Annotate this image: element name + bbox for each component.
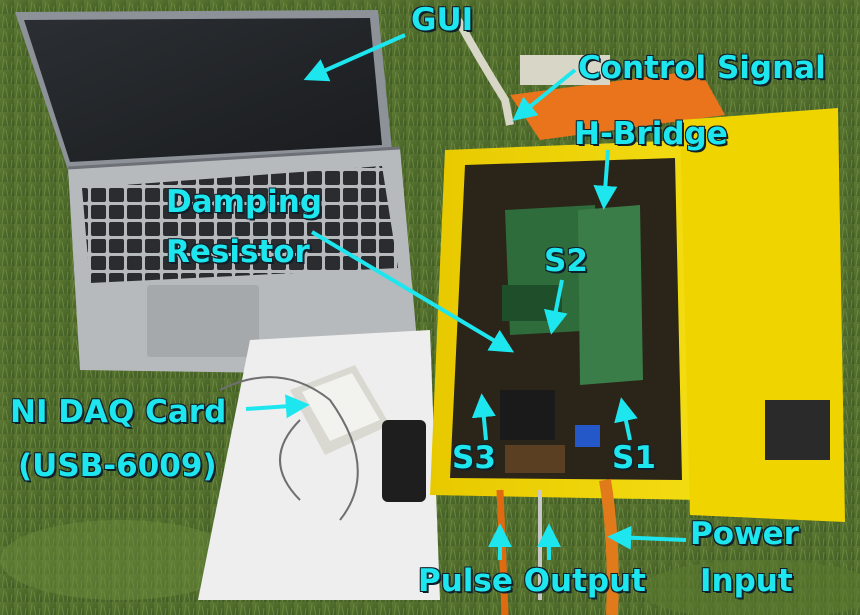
label-control-signal: Control Signal: [578, 50, 826, 86]
label-s3: S3: [452, 440, 496, 476]
label-daq-line1: NI DAQ Card: [10, 394, 227, 430]
label-power-line1: Power: [690, 516, 799, 552]
label-power-line2: Input: [700, 563, 793, 599]
label-h-bridge: H-Bridge: [574, 116, 728, 152]
paper-sheet: [198, 330, 440, 600]
label-damping-line1: Damping: [166, 184, 323, 220]
circuit-board: [500, 205, 643, 473]
label-s1: S1: [612, 440, 656, 476]
label-s2: S2: [544, 243, 588, 279]
label-damping-line2: Resistor: [166, 234, 310, 270]
label-pulse-output: Pulse Output: [418, 563, 647, 599]
label-daq-line2: (USB-6009): [18, 448, 217, 484]
label-gui: GUI: [411, 2, 474, 38]
ni-daq-card: [290, 365, 426, 502]
